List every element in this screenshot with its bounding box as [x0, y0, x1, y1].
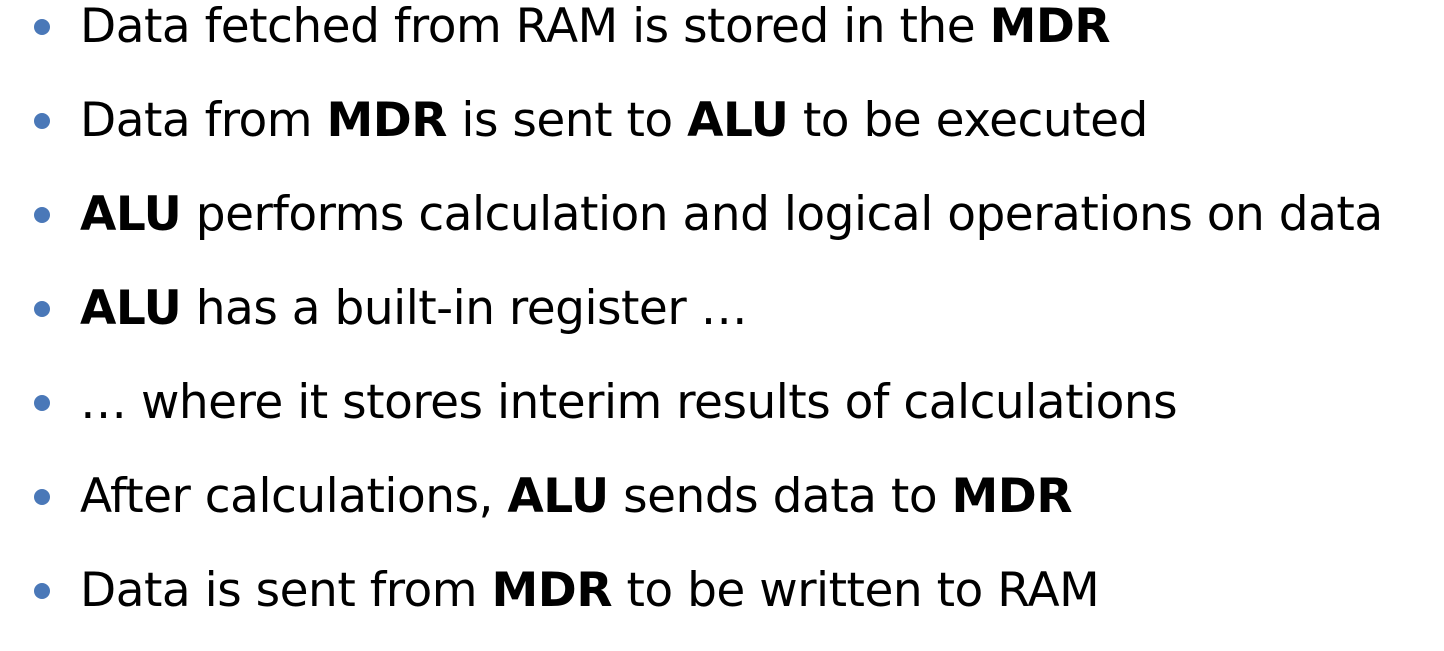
bullet-item-4: ALU has a built-in register … [0, 279, 1444, 339]
bullet-text: … where it stores interim results of cal… [80, 373, 1178, 433]
text-segment: Data fetched from RAM is stored in the [80, 0, 990, 54]
bold-term: MDR [491, 563, 613, 618]
bold-term: ALU [80, 281, 182, 336]
text-segment: has a built-in register … [181, 281, 748, 336]
bullet-dot-icon [34, 19, 50, 35]
bullet-item-3: ALU performs calculation and logical ope… [0, 185, 1444, 245]
bullet-item-1: Data fetched from RAM is stored in the M… [0, 0, 1444, 57]
bullet-item-5: … where it stores interim results of cal… [0, 373, 1444, 433]
text-segment: Data is sent from [80, 563, 492, 618]
text-segment: After calculations, [80, 469, 508, 524]
text-segment: is sent to [446, 93, 688, 148]
bullet-item-6: After calculations, ALU sends data to MD… [0, 467, 1444, 527]
bold-term: ALU [80, 187, 182, 242]
bullet-dot-icon [34, 489, 50, 505]
bullet-text: Data fetched from RAM is stored in the M… [80, 0, 1111, 57]
bullet-dot-icon [34, 583, 50, 599]
bullet-text: Data is sent from MDR to be written to R… [80, 561, 1100, 621]
text-segment: to be executed [788, 93, 1149, 148]
bold-term: ALU [687, 93, 789, 148]
bullet-dot-icon [34, 113, 50, 129]
bullet-dot-icon [34, 395, 50, 411]
bold-term: MDR [951, 469, 1073, 524]
bold-term: MDR [326, 93, 447, 148]
bullet-text: After calculations, ALU sends data to MD… [80, 467, 1073, 527]
bullet-item-7: Data is sent from MDR to be written to R… [0, 561, 1444, 621]
bullet-text: ALU has a built-in register … [80, 279, 748, 339]
bullet-text: Data from MDR is sent to ALU to be execu… [80, 91, 1148, 151]
text-segment: sends data to [608, 469, 952, 524]
bullet-item-2: Data from MDR is sent to ALU to be execu… [0, 91, 1444, 151]
bullet-dot-icon [34, 207, 50, 223]
text-segment: … where it stores interim results of cal… [80, 375, 1178, 430]
bold-term: MDR [989, 0, 1111, 54]
text-segment: to be written to RAM [612, 563, 1100, 618]
text-segment: performs calculation and logical operati… [181, 187, 1383, 242]
bullet-dot-icon [34, 301, 50, 317]
bullet-text: ALU performs calculation and logical ope… [80, 185, 1383, 245]
bold-term: ALU [507, 469, 609, 524]
text-segment: Data from [80, 93, 327, 148]
